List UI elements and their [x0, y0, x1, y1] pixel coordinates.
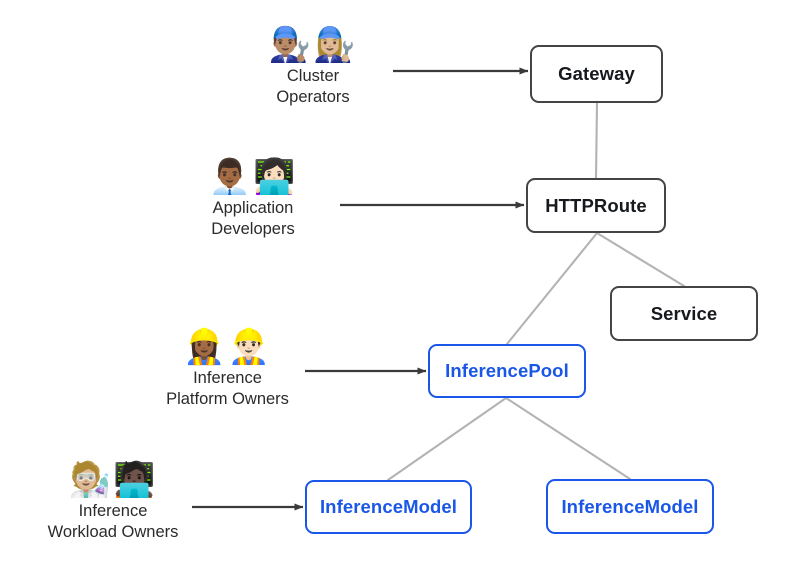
edge-httproute-pool	[505, 231, 599, 346]
persona-application-developers: 👨🏾‍💼👩🏻‍💻Application Developers	[188, 160, 318, 241]
persona-inference-workload-owners: 🧑🏼‍🔬🧑🏿‍💻Inference Workload Owners	[38, 463, 188, 544]
persona-arrows	[192, 67, 529, 511]
persona-label: Inference Workload Owners	[47, 501, 179, 542]
persona-cluster-operators: 👨🏽‍🔧👩🏼‍🔧Cluster Operators	[248, 28, 378, 109]
node-label: HTTPRoute	[545, 194, 647, 216]
edge-gateway-httproute	[594, 101, 599, 180]
woman-construction-worker-icon-man-construction-worker-icon: 👷🏾‍♀️👷🏻‍♂️	[183, 327, 272, 367]
node-gateway[interactable]: Gateway	[530, 45, 663, 103]
persona-inference-platform-owners: 👷🏾‍♀️👷🏻‍♂️Inference Platform Owners	[155, 330, 300, 411]
man-office-worker-icon-woman-technologist-icon: 👨🏾‍💼👩🏻‍💻	[208, 157, 298, 197]
persona-label: Cluster Operators	[276, 66, 350, 107]
edge-httproute-service	[595, 231, 686, 288]
node-model1[interactable]: InferenceModel	[305, 480, 472, 534]
man-mechanic-icon-woman-mechanic-icon: 👨🏽‍🔧👩🏼‍🔧	[268, 25, 358, 65]
node-pool[interactable]: InferencePool	[428, 344, 586, 398]
edge-pool-model1	[386, 396, 508, 482]
persona-label: Application Developers	[211, 198, 295, 239]
persona-label: Inference Platform Owners	[166, 368, 289, 409]
node-label: InferenceModel	[319, 496, 458, 517]
scientist-icon-technologist-icon: 🧑🏼‍🔬🧑🏿‍💻	[68, 460, 158, 500]
node-label: InferencePool	[445, 360, 569, 381]
node-label: InferenceModel	[561, 495, 699, 517]
edge-pool-model2	[504, 396, 632, 481]
node-label: Service	[650, 302, 718, 324]
node-service[interactable]: Service	[610, 286, 758, 341]
node-label: Gateway	[558, 63, 635, 84]
node-model2[interactable]: InferenceModel	[546, 479, 714, 534]
node-httproute[interactable]: HTTPRoute	[526, 178, 666, 233]
